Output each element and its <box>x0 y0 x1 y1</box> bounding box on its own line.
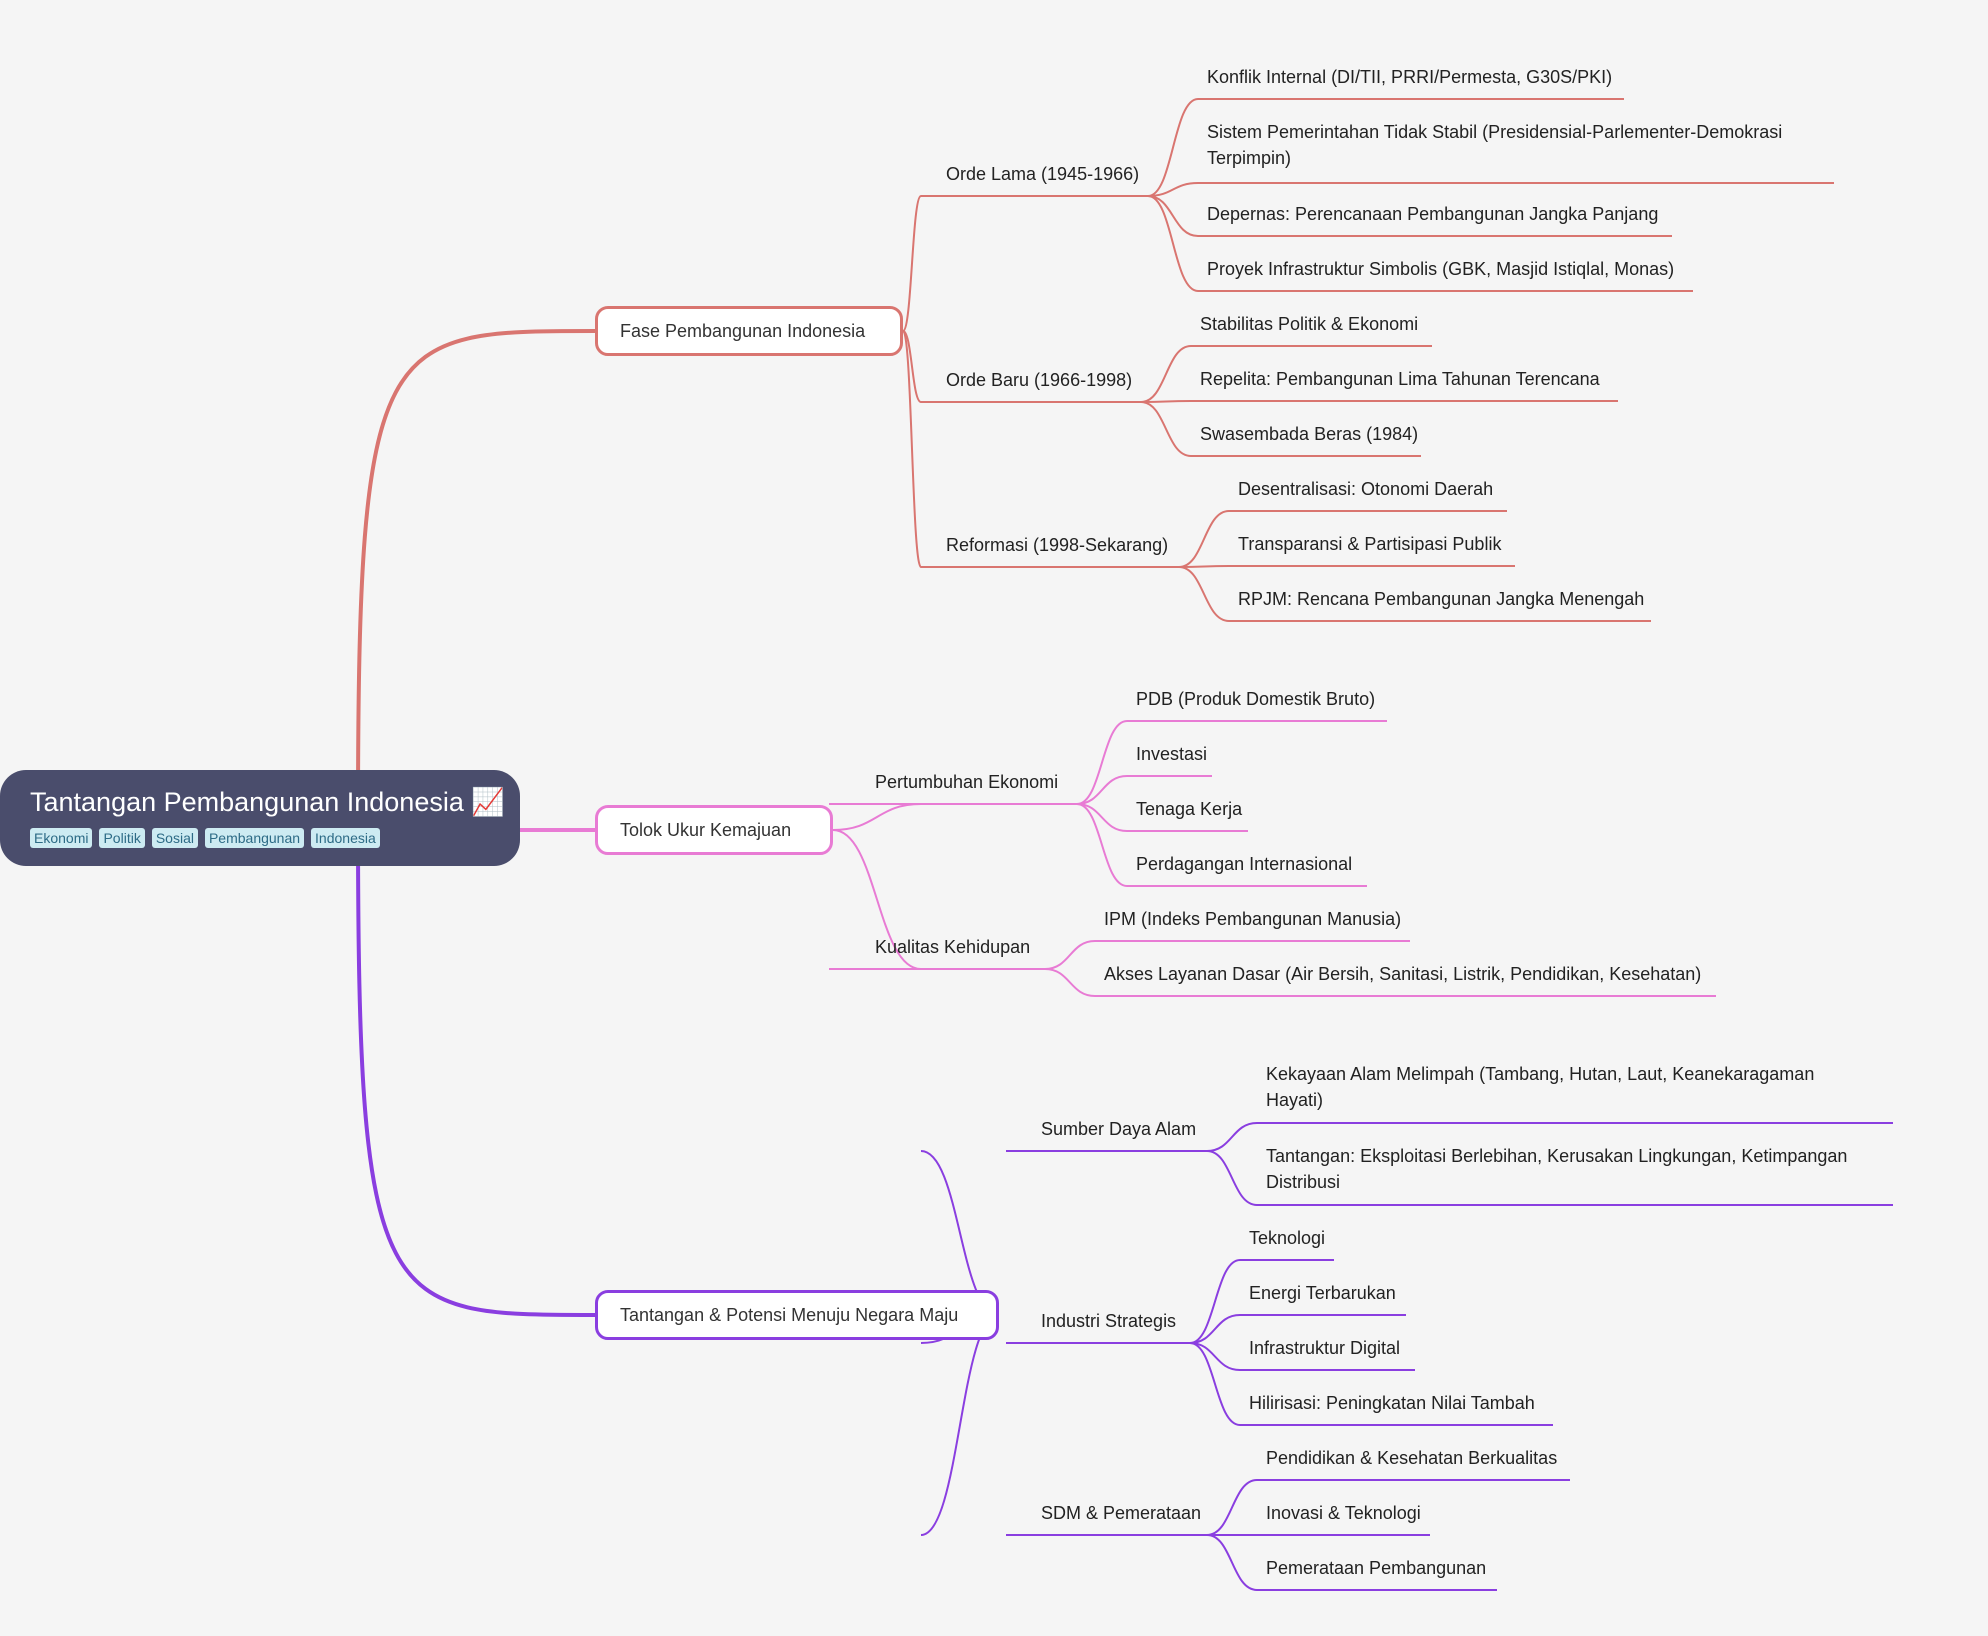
leaf-connector <box>1206 1479 1258 1536</box>
leaf-node[interactable]: Sistem Pemerintahan Tidak Stabil (Presid… <box>1207 122 1783 168</box>
branch-connector <box>920 1314 1000 1536</box>
root-node[interactable]: Tantangan Pembangunan Indonesia 📈 Ekonom… <box>0 770 520 866</box>
leaf-node[interactable]: Perdagangan Internasional <box>1136 854 1353 874</box>
subtopic-sdm-pemerataan[interactable]: SDM & Pemerataan <box>1041 1503 1202 1523</box>
leaf-node[interactable]: Tantangan: Eksploitasi Berlebihan, Kerus… <box>1266 1146 1848 1192</box>
leaf-connector <box>1140 345 1192 403</box>
leaf-node[interactable]: Stabilitas Politik & Ekonomi <box>1200 314 1419 334</box>
leaf-connector <box>1178 510 1230 568</box>
leaf-connector <box>1189 1314 1241 1344</box>
leaf-connector <box>1140 401 1192 457</box>
subtopic-sumber-daya-alam[interactable]: Sumber Daya Alam <box>1041 1119 1197 1139</box>
root-connector <box>356 329 596 821</box>
leaf-node[interactable]: Proyek Infrastruktur Simbolis (GBK, Masj… <box>1207 259 1675 279</box>
leaf-node[interactable]: Hilirisasi: Peningkatan Nilai Tambah <box>1249 1393 1535 1413</box>
branch-node-fase-pembangunan[interactable]: Fase Pembangunan Indonesia <box>595 306 903 356</box>
chart-increasing-icon: 📈 <box>471 787 505 817</box>
leaf-connector <box>1076 803 1128 887</box>
branch-node-tolok-ukur[interactable]: Tolok Ukur Kemajuan <box>595 805 833 855</box>
leaf-node[interactable]: Infrastruktur Digital <box>1249 1338 1401 1358</box>
subtopic-reformasi[interactable]: Reformasi (1998-Sekarang) <box>946 535 1169 555</box>
leaf-node[interactable]: Inovasi & Teknologi <box>1266 1503 1421 1523</box>
leaf-connector <box>1206 1150 1258 1206</box>
leaf-connector <box>1076 720 1128 805</box>
branch-connector <box>902 330 922 403</box>
leaf-node[interactable]: Transparansi & Partisipasi Publik <box>1238 534 1502 554</box>
leaf-connector <box>1076 803 1128 832</box>
leaf-node[interactable]: Tenaga Kerja <box>1136 799 1243 819</box>
leaf-connector <box>1044 968 1096 997</box>
leaf-node[interactable]: RPJM: Rencana Pembangunan Jangka Menenga… <box>1238 589 1645 609</box>
tag: Ekonomi <box>30 828 93 848</box>
leaf-connector <box>1189 1342 1241 1426</box>
tag: Politik <box>99 828 145 848</box>
leaf-node[interactable]: Kekayaan Alam Melimpah (Tambang, Hutan, … <box>1266 1064 1815 1110</box>
branch-node-tantangan-potensi[interactable]: Tantangan & Potensi Menuju Negara Maju <box>595 1290 999 1340</box>
tag: Pembangunan <box>204 828 305 848</box>
root-title-row: Tantangan Pembangunan Indonesia 📈 <box>30 784 520 820</box>
subtopic-orde-baru[interactable]: Orde Baru (1966-1998) <box>946 370 1133 390</box>
root-title: Tantangan Pembangunan Indonesia <box>30 787 464 817</box>
leaf-connector <box>1140 400 1192 403</box>
branch-connector <box>902 330 922 568</box>
leaf-node[interactable]: Repelita: Pembangunan Lima Tahunan Teren… <box>1200 369 1600 389</box>
tag: Sosial <box>151 828 198 848</box>
tag: Indonesia <box>311 828 380 848</box>
branch-connector <box>902 195 922 332</box>
leaf-connector <box>1178 566 1230 622</box>
subtopic-pertumbuhan-ekonomi[interactable]: Pertumbuhan Ekonomi <box>875 772 1059 792</box>
leaf-node[interactable]: Konflik Internal (DI/TII, PRRI/Permesta,… <box>1207 67 1613 87</box>
leaf-connector <box>1206 1122 1258 1152</box>
leaf-connector <box>1178 565 1230 568</box>
leaf-node[interactable]: PDB (Produk Domestik Bruto) <box>1136 689 1376 709</box>
leaf-node[interactable]: Swasembada Beras (1984) <box>1200 424 1419 444</box>
leaf-node[interactable]: Desentralisasi: Otonomi Daerah <box>1238 479 1494 499</box>
leaf-node[interactable]: Akses Layanan Dasar (Air Bersih, Sanitas… <box>1104 964 1702 984</box>
subtopic-orde-lama[interactable]: Orde Lama (1945-1966) <box>946 164 1140 184</box>
leaf-connector <box>1189 1259 1241 1344</box>
leaf-connector <box>1147 182 1199 197</box>
leaf-connector <box>1147 98 1199 197</box>
branch-connector <box>832 829 922 970</box>
branch-connector <box>832 803 922 831</box>
leaf-connector <box>1206 1534 1258 1591</box>
leaf-node[interactable]: Investasi <box>1136 744 1208 764</box>
leaf-connector <box>1189 1342 1241 1371</box>
root-connector <box>356 819 596 1317</box>
tag-list: Ekonomi Politik Sosial Pembangunan Indon… <box>30 828 520 848</box>
leaf-connector <box>1044 940 1096 970</box>
leaf-node[interactable]: Pendidikan & Kesehatan Berkualitas <box>1266 1448 1558 1468</box>
leaf-connector <box>1147 195 1199 237</box>
subtopic-kualitas-kehidupan[interactable]: Kualitas Kehidupan <box>875 937 1031 957</box>
leaf-node[interactable]: Depernas: Perencanaan Pembangunan Jangka… <box>1207 204 1659 224</box>
leaf-node[interactable]: Pemerataan Pembangunan <box>1266 1558 1487 1578</box>
leaf-node[interactable]: Teknologi <box>1249 1228 1326 1248</box>
leaf-node[interactable]: Energi Terbarukan <box>1249 1283 1396 1303</box>
leaf-connector <box>1147 195 1199 292</box>
leaf-connector <box>1076 775 1128 805</box>
leaf-node[interactable]: IPM (Indeks Pembangunan Manusia) <box>1104 909 1402 929</box>
subtopic-industri-strategis[interactable]: Industri Strategis <box>1041 1311 1177 1331</box>
